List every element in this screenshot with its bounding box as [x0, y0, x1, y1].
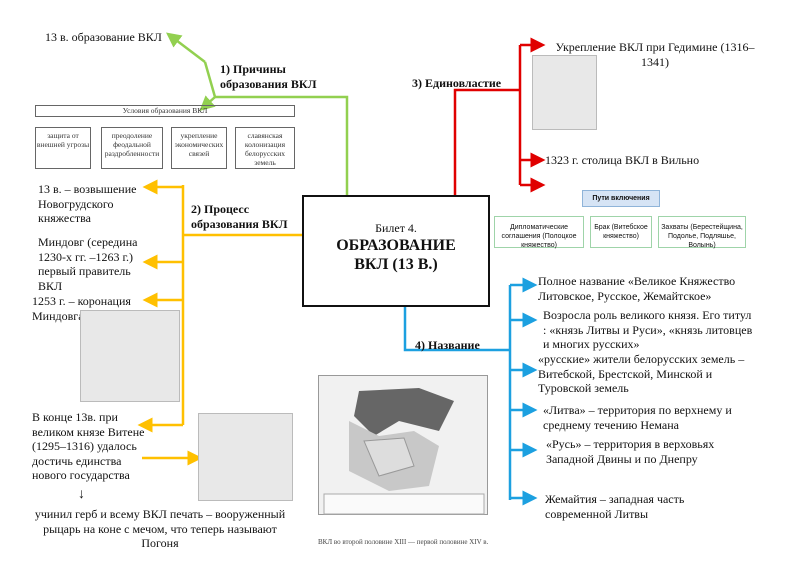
central-topic: Билет 4. ОБРАЗОВАНИЕ ВКЛ (13 В.) — [302, 195, 490, 307]
ticket-number: Билет 4. — [375, 221, 417, 235]
b2-item: Миндовг (середина 1230-х гг. –1263 г.) п… — [38, 235, 138, 293]
conditions-diagram: Условия образования ВКЛ защита от внешне… — [35, 105, 295, 171]
map-caption: ВКЛ во второй половине XIII — первой пол… — [318, 538, 489, 546]
path-item: Захваты (Берестейщина, Подолье, Подляшье… — [658, 216, 746, 249]
b4-item: Жемайтия – западная часть современной Ли… — [545, 492, 685, 521]
b2-item: 13 в. – возвышение Новогрудского княжест… — [38, 182, 137, 225]
b4-item: «Литва» – территория по верхнему и средн… — [543, 403, 732, 432]
b1-item: 13 в. образование ВКЛ — [45, 30, 162, 44]
condition: преодоление феодальной раздробленности — [101, 127, 163, 169]
blue-branch — [403, 277, 538, 506]
b4-item: «Русь» – территория в верховьях Западной… — [546, 437, 715, 466]
path-item: Дипломатические соглашения (Полоцкое кня… — [494, 216, 584, 249]
red-branch — [453, 37, 546, 195]
inclusion-paths-diagram: Пути включения Дипломатические соглашени… — [492, 190, 782, 250]
viten-portrait — [198, 413, 293, 501]
b3-item: Укрепление ВКЛ при Гедимине (1316–1341) — [555, 40, 755, 69]
orange-branch — [137, 179, 302, 466]
conditions-title: Условия образования ВКЛ — [35, 105, 295, 117]
topic-title-1: ОБРАЗОВАНИЕ — [336, 237, 456, 254]
b4-item: «русские» жители белорусских земель – Ви… — [538, 352, 745, 395]
historical-map — [318, 375, 488, 515]
b1-label-2: образования ВКЛ — [220, 77, 317, 91]
condition: укрепление экономических связей — [171, 127, 227, 169]
gediminas-portrait — [532, 55, 597, 130]
green-branch — [166, 32, 349, 195]
b3-label: 3) Единовластие — [412, 76, 502, 90]
b4-item: Полное название «Великое Княжество Литов… — [538, 274, 736, 303]
b2-item: 1253 г. – коронация Миндовга — [32, 294, 131, 323]
b4-item: Возросла роль великого князя. Его титул … — [543, 308, 753, 351]
b2-label-1: 2) Процесс — [191, 202, 250, 216]
condition: защита от внешней угрозы — [35, 127, 91, 169]
paths-title: Пути включения — [582, 190, 660, 207]
b2-item: В конце 13в. при великом князе Витене (1… — [32, 410, 145, 482]
down-arrow-icon: ↓ — [78, 487, 85, 502]
topic-title-2: ВКЛ (13 В.) — [354, 256, 438, 273]
b1-label-1: 1) Причины — [220, 62, 286, 76]
path-item: Брак (Витебское княжество) — [590, 216, 652, 248]
mindaugas-portrait — [80, 310, 180, 402]
b4-label: 4) Название — [415, 338, 480, 352]
b3-item: 1323 г. столица ВКЛ в Вильно — [545, 153, 700, 167]
b2-note: учинил герб и всему ВКЛ печать – вооруже… — [34, 507, 286, 550]
condition: славянская колонизация белорусских земел… — [235, 127, 295, 169]
b2-label-2: образования ВКЛ — [191, 217, 288, 231]
